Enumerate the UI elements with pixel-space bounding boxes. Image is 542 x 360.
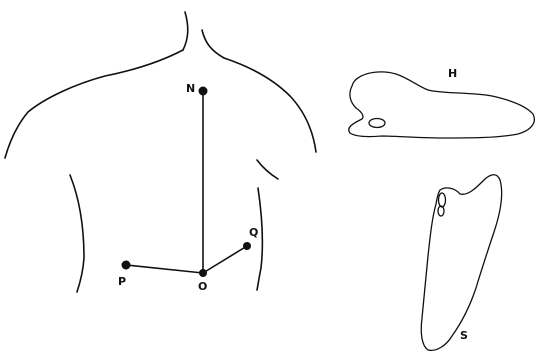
point-p — [122, 261, 131, 270]
label-n: N — [186, 82, 195, 95]
label-s: S — [460, 329, 468, 342]
line-o-q — [203, 246, 247, 273]
line-p-o — [126, 265, 203, 273]
neck-right-line — [202, 30, 224, 58]
silhouette-h-knob — [369, 119, 385, 128]
left-armpit-line — [70, 175, 84, 292]
label-p: P — [118, 275, 126, 288]
silhouette-s: S — [421, 175, 501, 351]
silhouette-h: H — [349, 67, 535, 138]
right-shoulder-line — [224, 58, 316, 152]
right-armpit-curve — [257, 160, 278, 179]
neck-left-line — [183, 12, 188, 50]
label-h: H — [448, 67, 457, 80]
label-o: O — [198, 280, 207, 293]
silhouette-s-knob-upper — [439, 193, 446, 207]
projection-lines — [126, 91, 247, 273]
point-q — [243, 242, 251, 250]
silhouette-s-outline — [421, 175, 501, 351]
silhouette-s-knob-lower — [438, 206, 444, 216]
right-side-line — [257, 188, 262, 290]
torso-outline — [5, 12, 316, 292]
point-o — [199, 269, 207, 277]
label-q: Q — [249, 226, 258, 239]
left-shoulder-line — [5, 50, 183, 158]
point-n — [199, 87, 208, 96]
projection-points — [122, 87, 252, 278]
point-labels: N O P Q — [118, 82, 258, 293]
